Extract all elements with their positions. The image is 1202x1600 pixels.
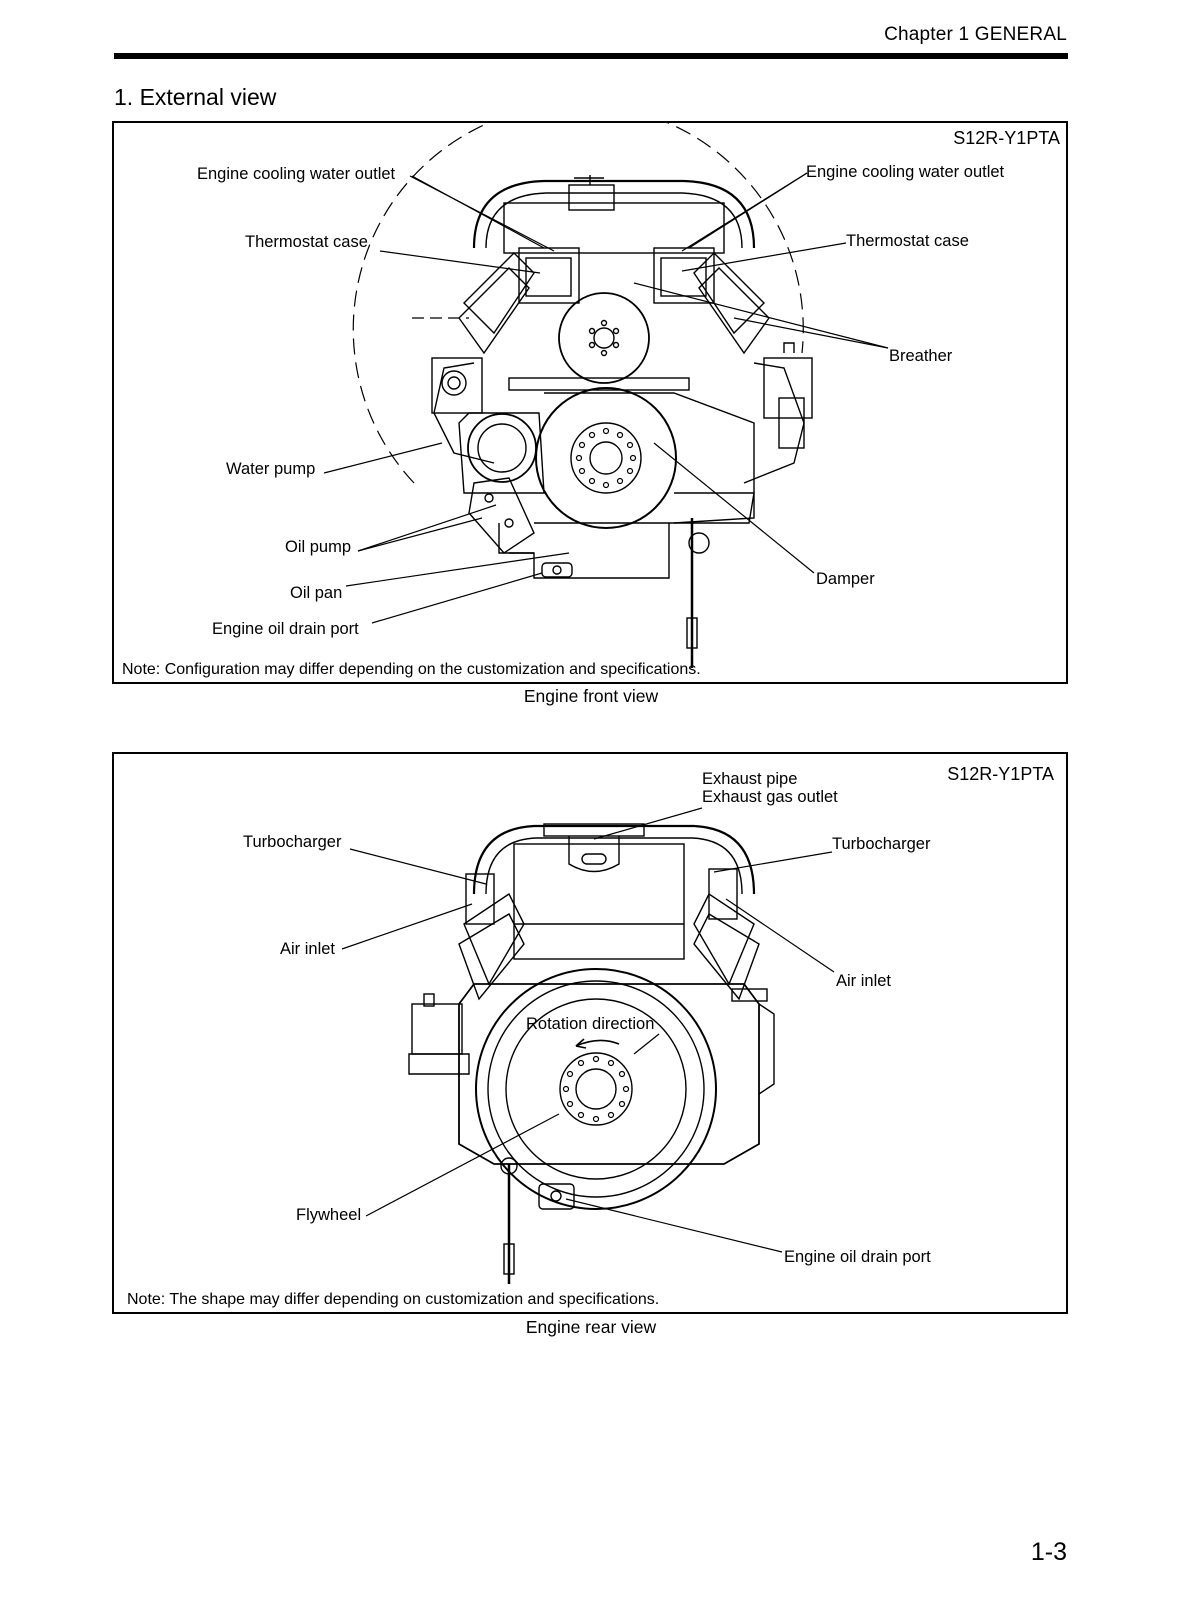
rear-label-rotation: Rotation direction bbox=[526, 1015, 655, 1033]
rear-label-exhaust-outlet: Exhaust gas outlet bbox=[702, 788, 838, 806]
front-label-thermostat-left: Thermostat case bbox=[245, 233, 368, 251]
front-label-damper: Damper bbox=[816, 570, 875, 588]
page-number: 1-3 bbox=[1030, 1538, 1067, 1566]
rear-view-figure: S12R-Y1PTA Exhaust pipe Exhaust gas outl… bbox=[112, 752, 1068, 1314]
front-label-thermostat-right: Thermostat case bbox=[846, 232, 969, 250]
front-label-water-pump: Water pump bbox=[226, 460, 316, 478]
rear-label-air-inlet-right: Air inlet bbox=[836, 972, 892, 990]
rear-label-flywheel: Flywheel bbox=[296, 1206, 362, 1224]
front-label-oil-pump: Oil pump bbox=[285, 538, 352, 556]
front-engine-drawing bbox=[323, 123, 889, 668]
front-label-cooling-outlet-right: Engine cooling water outlet bbox=[806, 163, 1005, 181]
front-view-figure: S12R-Y1PTA Engine cooling water outlet E… bbox=[112, 121, 1068, 684]
front-label-oil-pan: Oil pan bbox=[290, 584, 343, 602]
rear-engine-drawing bbox=[341, 807, 835, 1284]
rear-view-caption: Engine rear view bbox=[525, 1317, 657, 1337]
rear-label-oil-drain: Engine oil drain port bbox=[784, 1248, 931, 1266]
rear-label-air-inlet-left: Air inlet bbox=[280, 940, 336, 958]
section-title: 1. External view bbox=[114, 84, 277, 110]
rear-model-label: S12R-Y1PTA bbox=[947, 764, 1054, 784]
header-rule bbox=[114, 53, 1068, 59]
front-label-breather: Breather bbox=[889, 347, 953, 365]
chapter-header: Chapter 1 GENERAL bbox=[884, 24, 1067, 45]
front-label-cooling-outlet-left: Engine cooling water outlet bbox=[197, 165, 396, 183]
rear-label-turbo-right: Turbocharger bbox=[832, 835, 931, 853]
rear-label-turbo-left: Turbocharger bbox=[243, 833, 342, 851]
front-model-label: S12R-Y1PTA bbox=[953, 128, 1060, 148]
front-view-caption: Engine front view bbox=[523, 686, 659, 706]
rear-note: Note: The shape may differ depending on … bbox=[127, 1291, 660, 1308]
front-label-oil-drain: Engine oil drain port bbox=[212, 620, 359, 638]
rear-label-exhaust-pipe: Exhaust pipe bbox=[702, 770, 798, 788]
front-note: Note: Configuration may differ depending… bbox=[122, 661, 701, 678]
